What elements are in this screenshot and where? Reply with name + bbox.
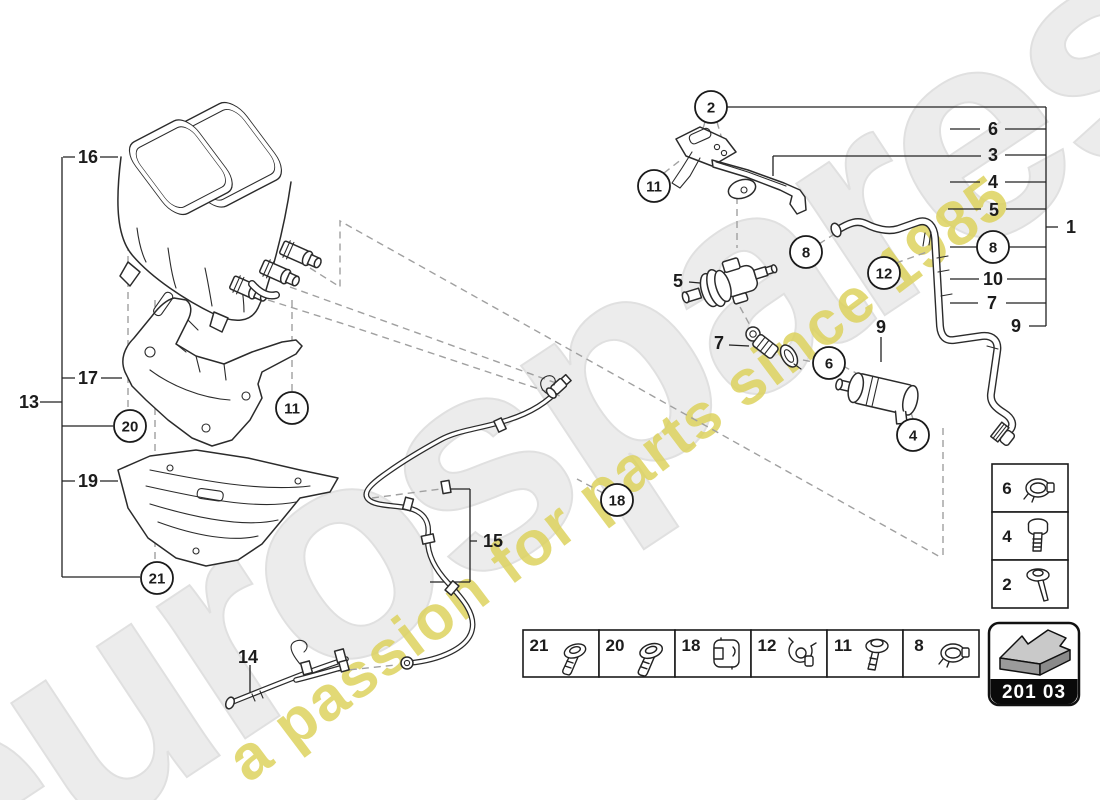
part-labels: 16 13 17 19 14 15 5 7 9	[19, 147, 886, 667]
svg-text:6: 6	[1002, 479, 1011, 498]
svg-text:18: 18	[682, 636, 701, 655]
index-7[interactable]: 7	[987, 293, 997, 313]
callout-2[interactable]: 2	[694, 90, 728, 124]
top-bracket-drawing	[671, 126, 807, 215]
callout-20[interactable]: 20	[113, 409, 147, 443]
callout-8-mid[interactable]: 8	[789, 235, 823, 269]
mounting-bracket-drawing	[122, 291, 303, 447]
fastener-cell-20[interactable]: 20	[598, 629, 676, 678]
page-code-box[interactable]: 201 03	[987, 621, 1081, 707]
svg-text:8: 8	[914, 636, 923, 655]
connector-drawing	[745, 326, 802, 370]
side-cell-2[interactable]: 2	[991, 559, 1069, 609]
index-10[interactable]: 10	[983, 269, 1003, 289]
svg-text:4: 4	[1002, 527, 1012, 546]
fastener-cell-18[interactable]: 18	[674, 629, 752, 678]
3d-arrow-icon	[999, 629, 1071, 676]
svg-text:20: 20	[122, 419, 139, 436]
label-13[interactable]: 13	[19, 392, 39, 412]
side-cell-4[interactable]: 4	[991, 511, 1069, 561]
callout-4[interactable]: 4	[896, 418, 930, 452]
svg-text:11: 11	[284, 401, 300, 418]
svg-text:21: 21	[149, 571, 166, 588]
dashed-leaders	[127, 121, 944, 672]
fastener-row: 21 20 18 12 11 8	[522, 629, 980, 678]
index-6[interactable]: 6	[988, 119, 998, 139]
callout-18[interactable]: 18	[600, 483, 634, 517]
index-4[interactable]: 4	[988, 172, 998, 192]
side-fastener-column: 6 4 2	[991, 463, 1069, 609]
line-clips	[401, 417, 507, 596]
label-5[interactable]: 5	[673, 271, 683, 291]
label-17[interactable]: 17	[78, 368, 98, 388]
index-1[interactable]: 1	[1066, 217, 1076, 237]
fastener-cell-11[interactable]: 11	[826, 629, 904, 678]
svg-text:2: 2	[1002, 575, 1011, 594]
label-15[interactable]: 15	[483, 531, 503, 551]
purge-valve-drawing	[681, 257, 778, 308]
index-9[interactable]: 9	[1011, 316, 1021, 336]
fastener-cell-21[interactable]: 21	[522, 629, 600, 678]
charcoal-canister-drawing	[117, 101, 322, 333]
callout-21[interactable]: 21	[140, 561, 174, 595]
svg-text:4: 4	[909, 428, 918, 445]
callouts: 2 11 8 8 12 6 4 11	[113, 90, 1010, 595]
label-16[interactable]: 16	[78, 147, 98, 167]
svg-text:6: 6	[825, 356, 833, 373]
branch-hose-drawing	[224, 639, 350, 710]
skid-plate-drawing	[117, 449, 339, 567]
index-5[interactable]: 5	[989, 200, 999, 220]
svg-text:11: 11	[834, 636, 852, 655]
retaining-clip-icon	[713, 637, 740, 670]
svg-text:21: 21	[530, 636, 549, 655]
callout-8-column[interactable]: 8	[976, 230, 1010, 264]
svg-text:12: 12	[758, 636, 777, 655]
label-9[interactable]: 9	[876, 317, 886, 337]
side-cell-6[interactable]: 6	[991, 463, 1069, 513]
svg-text:8: 8	[989, 240, 997, 257]
svg-text:11: 11	[646, 179, 662, 196]
svg-text:12: 12	[876, 266, 893, 283]
callout-11-top[interactable]: 11	[637, 169, 671, 203]
svg-text:2: 2	[707, 100, 715, 117]
callout-6[interactable]: 6	[812, 346, 846, 380]
vent-hose-drawing	[830, 217, 1017, 447]
svg-text:18: 18	[609, 493, 626, 510]
fastener-cell-12[interactable]: 12	[750, 629, 828, 678]
label-7[interactable]: 7	[714, 333, 724, 353]
page-code: 201 03	[1002, 682, 1066, 703]
label-14[interactable]: 14	[238, 647, 258, 667]
svg-text:8: 8	[802, 245, 810, 262]
svg-text:20: 20	[606, 636, 625, 655]
leader-lines	[40, 106, 1058, 694]
index-3[interactable]: 3	[988, 145, 998, 165]
fastener-cell-8[interactable]: 8	[902, 629, 980, 678]
canister-ports	[229, 240, 322, 302]
label-19[interactable]: 19	[78, 471, 98, 491]
vent-line-drawing	[363, 373, 572, 670]
filter-drawing	[835, 372, 919, 425]
callout-12[interactable]: 12	[867, 256, 901, 290]
callout-11-left[interactable]: 11	[275, 391, 309, 425]
right-index: 6 3 4 5 10 7 9 1	[983, 119, 1076, 336]
